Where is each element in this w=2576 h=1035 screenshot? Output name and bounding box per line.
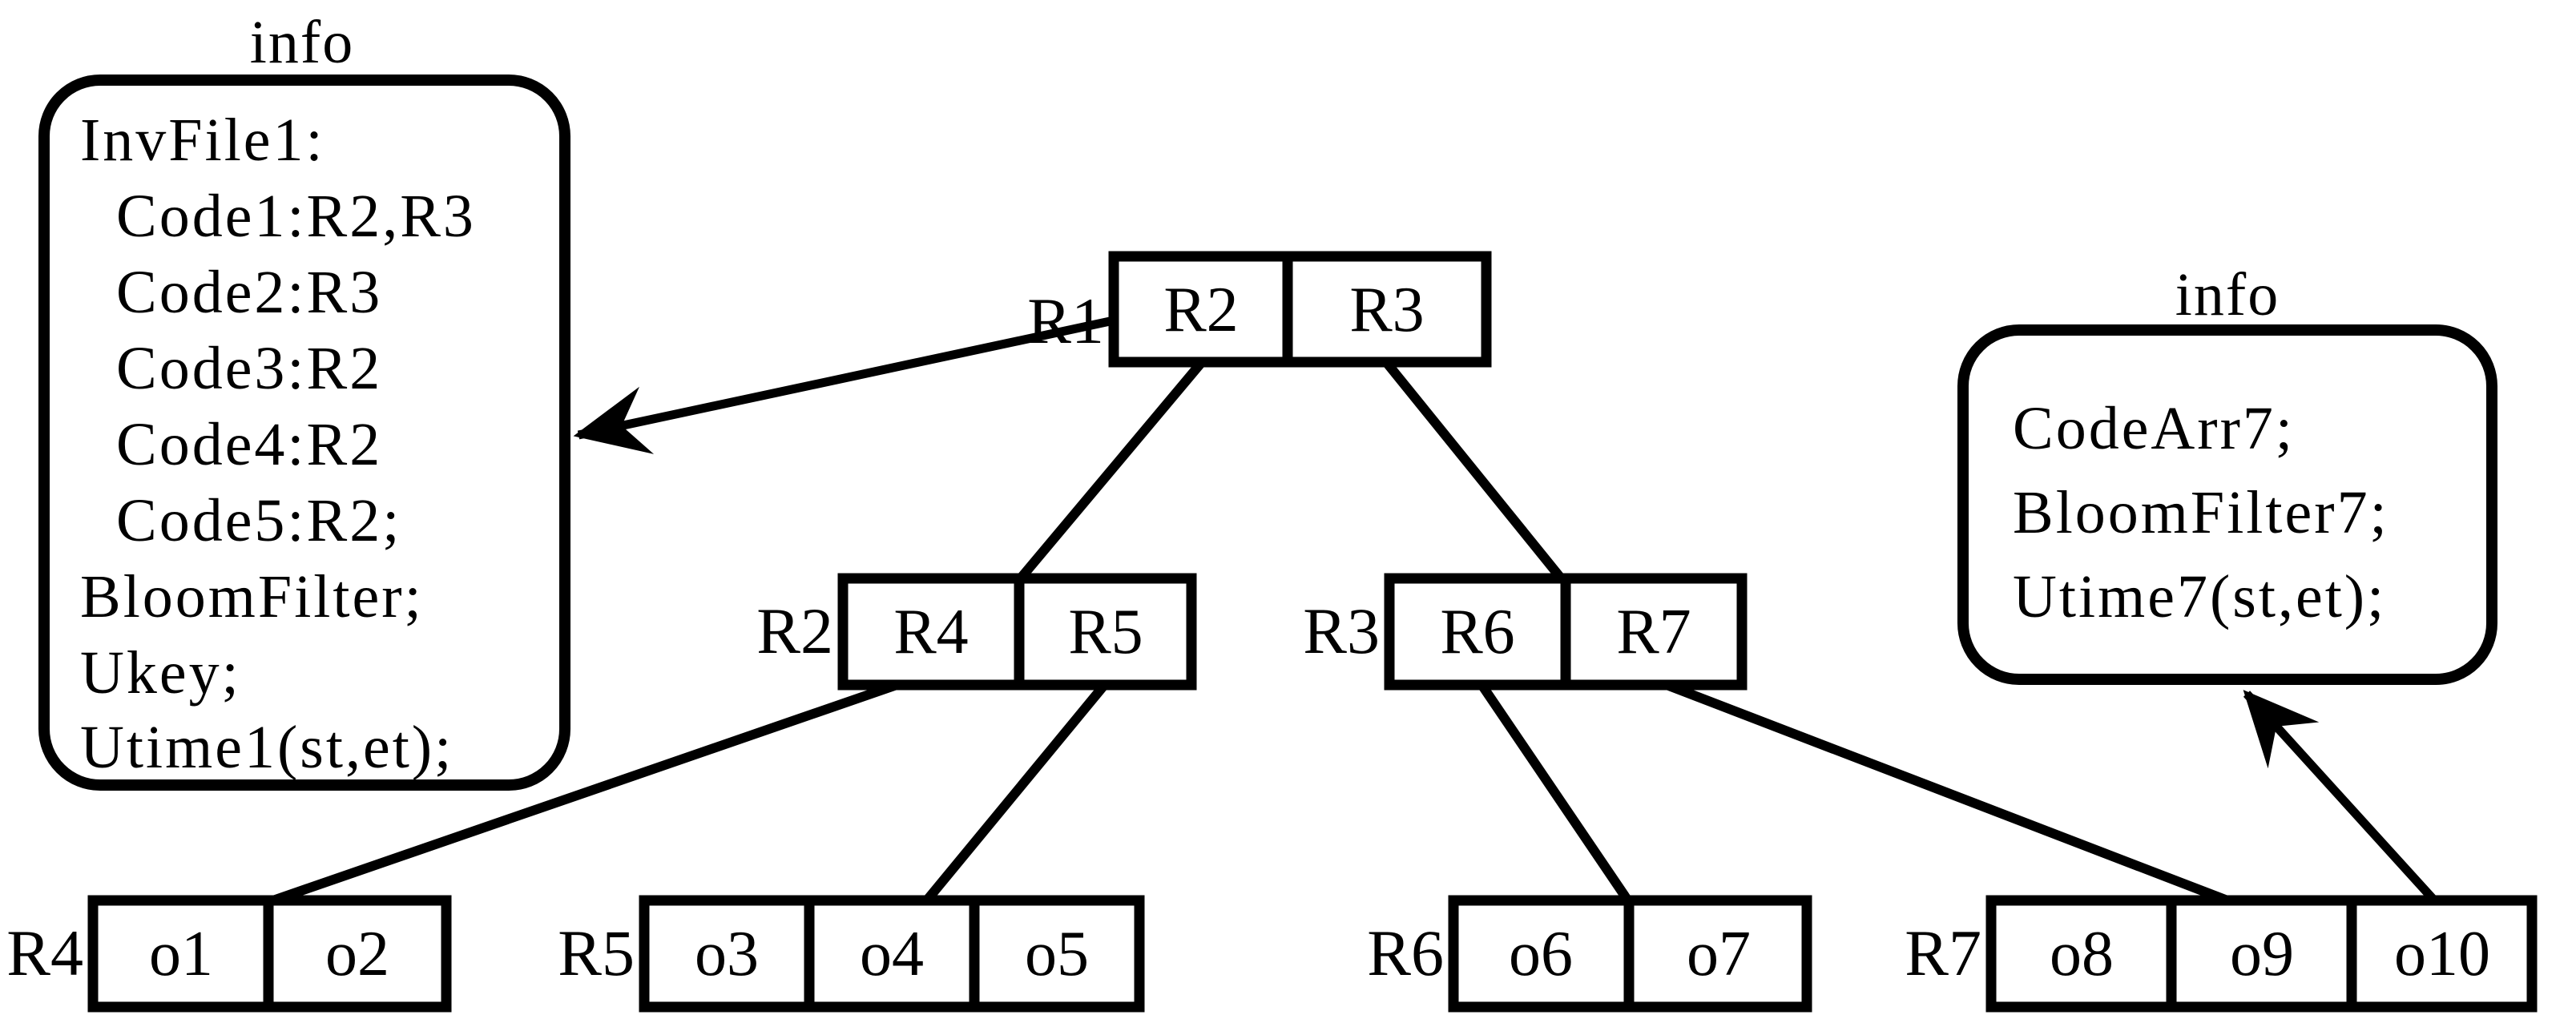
node-r2-cell-0: R4: [893, 597, 968, 667]
leaf-r5-label: R5: [558, 916, 635, 989]
right-info-title: info: [2175, 261, 2280, 328]
left-info-line-2: Code2:R3: [116, 259, 382, 326]
left-info-line-0: InvFile1:: [80, 107, 325, 174]
edge-r1-to-r2-node: [1015, 359, 1206, 583]
left-info-title: info: [250, 9, 354, 76]
leaf-r6-cell-0: o6: [1509, 919, 1573, 989]
left-info-box: [38, 75, 570, 791]
left-info-line-3: Code3:R2: [116, 335, 382, 402]
right-info-box: [1957, 324, 2497, 685]
edge-r1-to-r3-node: [1382, 359, 1566, 583]
leaf-r4-cell-0: o1: [149, 919, 213, 989]
left-info-line-7: Ukey;: [80, 639, 241, 707]
leaf-r4-label: R4: [6, 916, 83, 989]
leaf-r7-box: [1985, 895, 2538, 1013]
node-r2-label: R2: [756, 594, 833, 667]
leaf-r4-cell-1: o2: [325, 919, 389, 989]
node-r3-label: R3: [1303, 594, 1380, 667]
leaf-r5-box: [639, 895, 1145, 1013]
node-r3-cell-1: R7: [1616, 597, 1691, 667]
arrow-r1-to-left-info: [573, 316, 1115, 454]
node-r3-cell-0: R6: [1440, 597, 1514, 667]
node-r1-label: R1: [1027, 284, 1104, 357]
edge-r3-to-r6-leaf: [1477, 680, 1633, 905]
leaf-r7-cell-1: o9: [2230, 919, 2294, 989]
arrow-o10-to-right-info: [2243, 690, 2440, 905]
right-info-line-1: BloomFilter7;: [2013, 479, 2389, 546]
leaf-r7-label: R7: [1905, 916, 1981, 989]
node-r1-cell-0: R2: [1163, 275, 1238, 345]
node-r1-box: [1108, 251, 1492, 368]
edge-r3-to-r7-leaf: [1660, 679, 2234, 907]
leaf-r6-label: R6: [1367, 916, 1444, 989]
left-info-line-8: Utime1(st,et);: [80, 714, 454, 781]
node-r1-cell-1: R3: [1349, 275, 1424, 345]
leaf-r5-cell-1: o4: [860, 919, 924, 989]
node-r2-cell-1: R5: [1068, 597, 1143, 667]
leaf-r7-cell-2: o10: [2394, 919, 2490, 989]
leaf-r6-cell-1: o7: [1687, 919, 1751, 989]
leaf-r5-cell-0: o3: [695, 919, 759, 989]
left-info-line-4: Code4:R2: [116, 411, 382, 478]
left-info-line-1: Code1:R2,R3: [116, 183, 476, 250]
edge-r2-to-r5-leaf: [921, 680, 1110, 905]
left-info-line-5: Code5:R2;: [116, 487, 401, 554]
edge-r2-to-r4-leaf: [267, 679, 903, 907]
right-info-line-2: Utime7(st,et);: [2013, 563, 2386, 630]
left-info-line-6: BloomFilter;: [80, 563, 424, 630]
leaf-r7-cell-0: o8: [2050, 919, 2114, 989]
leaf-r5-cell-2: o5: [1025, 919, 1089, 989]
right-info-line-0: CodeArr7;: [2013, 395, 2295, 462]
